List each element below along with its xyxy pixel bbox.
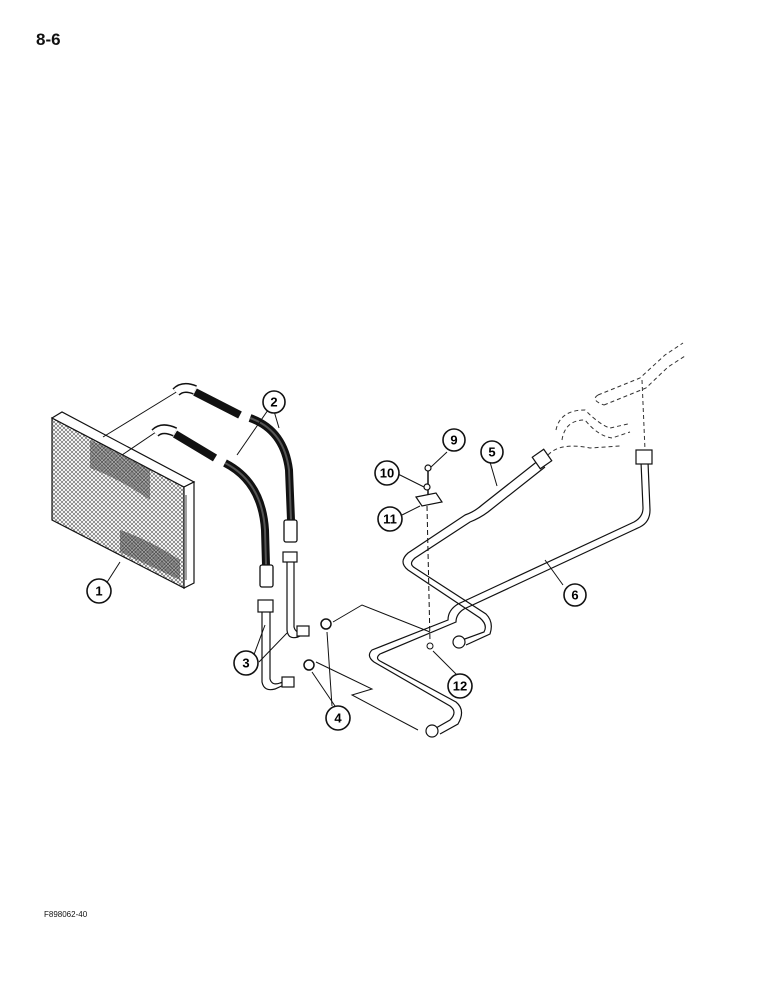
callout-9: 9: [442, 428, 466, 452]
svg-text:1: 1: [95, 584, 102, 599]
callout-4: 4: [325, 705, 351, 731]
svg-text:6: 6: [571, 588, 578, 603]
callout-5: 5: [480, 440, 504, 464]
svg-text:4: 4: [334, 711, 342, 726]
clamp-hardware: [415, 464, 443, 650]
callout-12: 12: [447, 673, 473, 699]
oil-cooler: [50, 411, 196, 589]
callout-2: 2: [262, 390, 286, 414]
svg-text:3: 3: [242, 656, 249, 671]
callout-3: 3: [233, 650, 259, 676]
callout-6: 6: [563, 583, 587, 607]
svg-text:10: 10: [380, 466, 394, 481]
tube-fittings: [257, 551, 310, 691]
callout-1: 1: [86, 578, 112, 604]
nut-icon: [320, 618, 332, 630]
figure-code: F898062-40: [44, 910, 88, 919]
callout-11: 11: [377, 506, 403, 532]
svg-text:2: 2: [270, 395, 277, 410]
svg-text:5: 5: [488, 445, 495, 460]
svg-text:9: 9: [450, 433, 457, 448]
svg-text:12: 12: [453, 679, 467, 694]
nut-icon: [303, 659, 315, 671]
callout-10: 10: [374, 460, 400, 486]
svg-text:11: 11: [383, 512, 397, 527]
steel-tube-5: [402, 448, 553, 649]
steel-tube-6: [368, 449, 653, 738]
hydraulic-hoses: [151, 382, 295, 566]
reference-engine-lines: [547, 342, 686, 456]
page-number: 8-6: [36, 30, 61, 49]
